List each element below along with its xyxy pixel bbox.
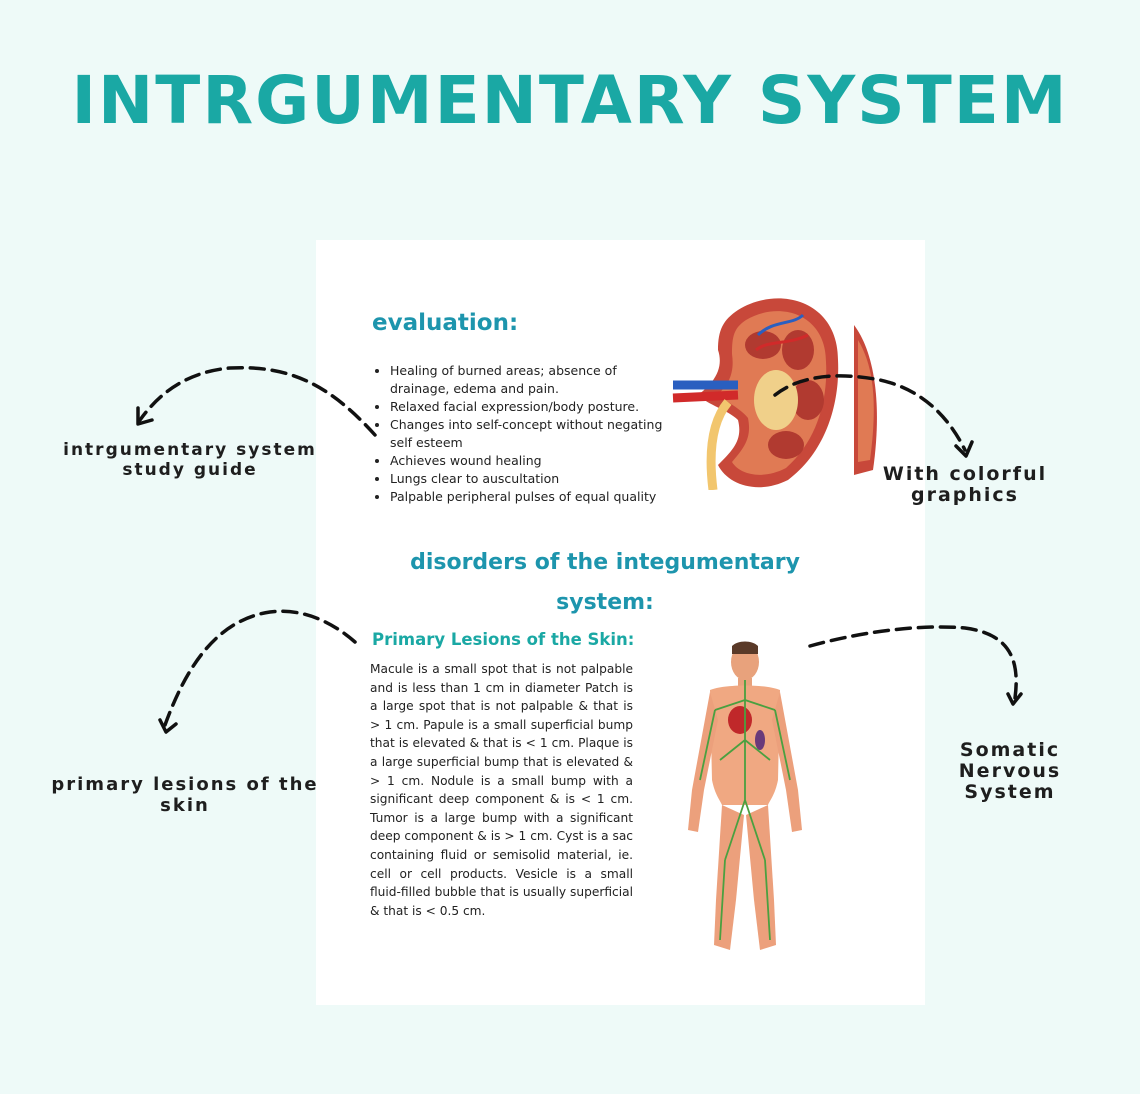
- kidney-illustration: [672, 298, 877, 490]
- callout-line: Nervous: [958, 760, 1062, 782]
- arrowhead-somatic: [1006, 692, 1023, 706]
- evaluation-item: Changes into self-concept without negati…: [372, 416, 672, 452]
- arrow-to-somatic: [808, 625, 1018, 700]
- evaluation-heading: evaluation:: [372, 310, 519, 336]
- callout-line: System: [964, 781, 1056, 803]
- main-title: INTRGUMENTARY SYSTEM: [71, 62, 1069, 139]
- callout-line: graphics: [910, 484, 1019, 506]
- callout-graphics: With colorful graphics: [855, 464, 1075, 506]
- callout-line: primary lesions of the: [51, 774, 319, 795]
- arrow-to-graphics: [773, 374, 967, 452]
- callout-study-guide: intrgumentary system study guide: [40, 440, 340, 480]
- lesions-heading: Primary Lesions of the Skin:: [372, 630, 635, 649]
- callout-lesions: primary lesions of the skin: [30, 774, 340, 816]
- human-body-illustration: [688, 641, 802, 950]
- callout-line: intrgumentary system: [63, 440, 317, 460]
- evaluation-item: Healing of burned areas; absence of drai…: [372, 362, 672, 398]
- disorders-heading-line1: disorders of the integumentary: [410, 550, 800, 575]
- disorders-heading-line2: system:: [556, 590, 654, 615]
- arrowhead-graphics: [954, 440, 974, 458]
- callout-line: Somatic: [959, 739, 1061, 761]
- evaluation-item: Achieves wound healing: [372, 452, 672, 470]
- evaluation-list: Healing of burned areas; absence of drai…: [372, 362, 672, 506]
- arrow-to-study-guide: [138, 365, 377, 437]
- evaluation-item: Palpable peripheral pulses of equal qual…: [372, 488, 672, 506]
- callout-somatic: Somatic Nervous System: [920, 740, 1100, 803]
- evaluation-item: Relaxed facial expression/body posture.: [372, 398, 672, 416]
- callout-line: study guide: [122, 460, 258, 480]
- disorders-heading: disorders of the integumentary system:: [316, 543, 894, 623]
- arrowhead-lesions: [158, 718, 178, 734]
- callout-line: With colorful: [882, 463, 1048, 485]
- evaluation-item: Lungs clear to auscultation: [372, 470, 672, 488]
- arrowhead-study-guide: [136, 406, 154, 426]
- callout-line: skin: [160, 795, 210, 816]
- arrow-to-lesions: [163, 609, 357, 727]
- lesions-body: Macule is a small spot that is not palpa…: [370, 662, 633, 918]
